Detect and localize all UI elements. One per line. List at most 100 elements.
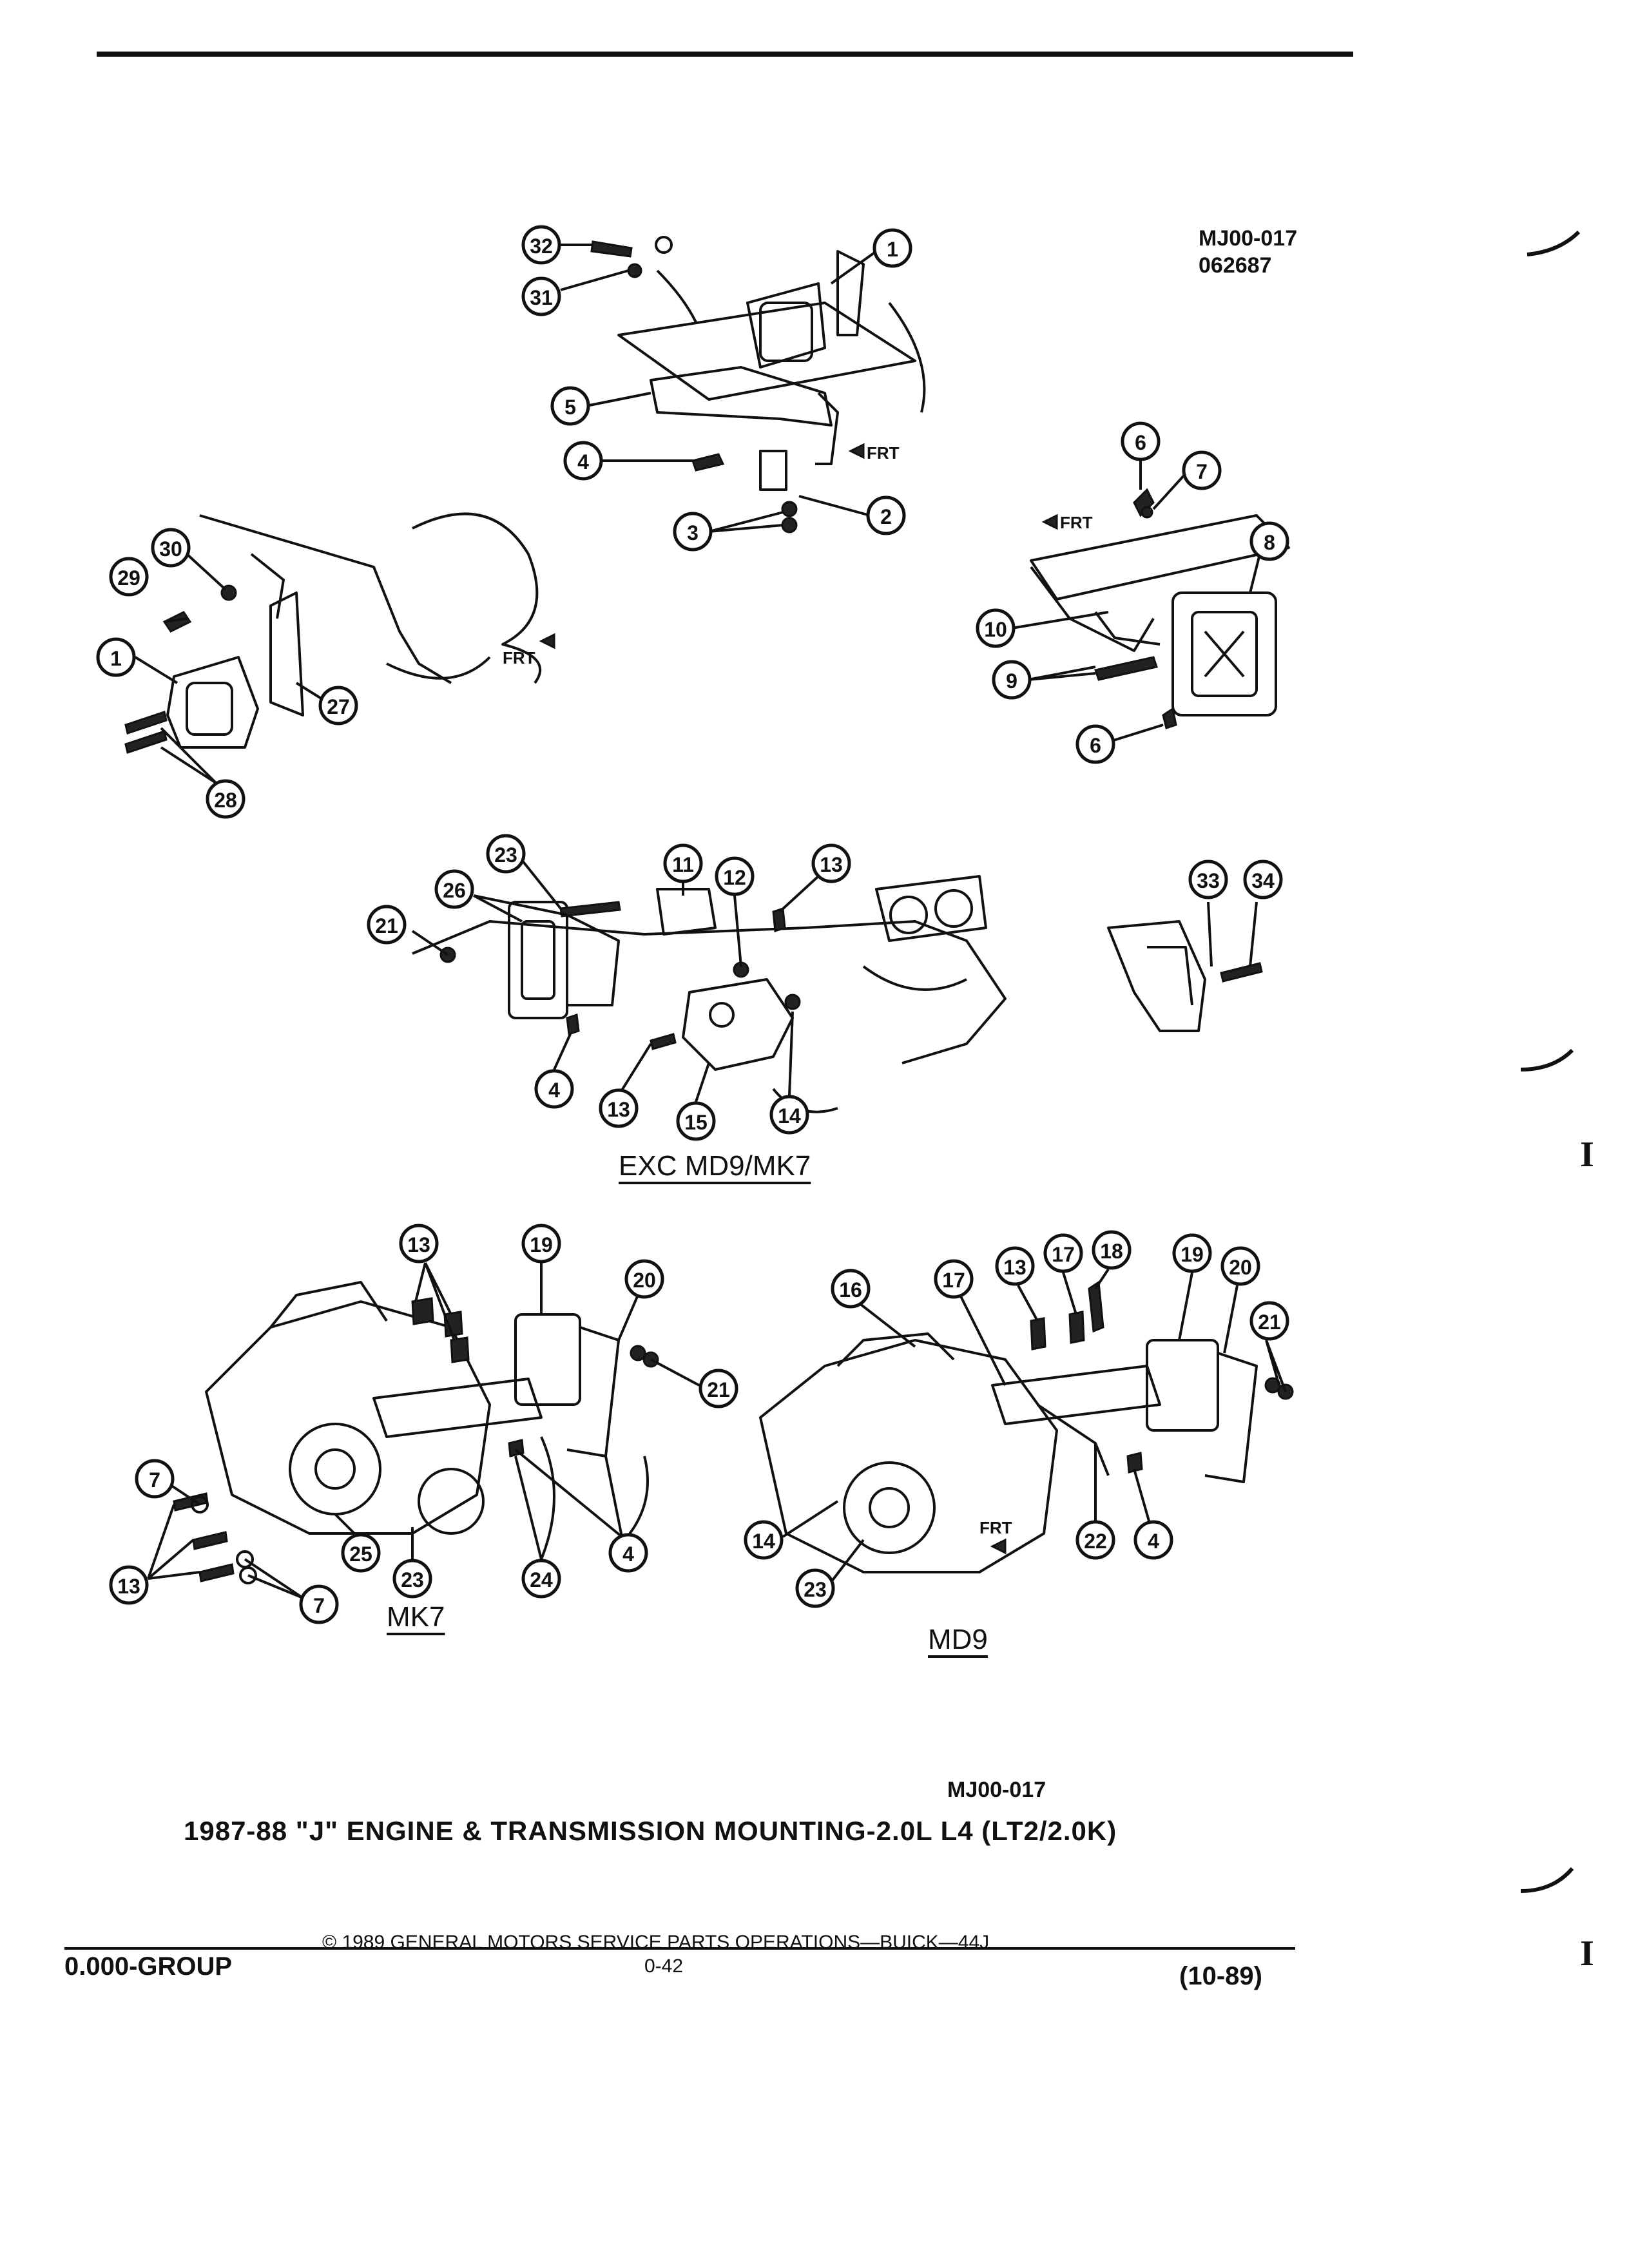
svg-text:2: 2 [880, 505, 892, 528]
callout-19b: 19 [1172, 1233, 1212, 1273]
svg-text:19: 19 [1181, 1243, 1204, 1266]
svg-text:27: 27 [327, 695, 350, 718]
callout-13b: 13 [599, 1088, 639, 1128]
frt-marker: FRT [867, 443, 900, 463]
svg-text:21: 21 [707, 1378, 730, 1401]
figure-caption: 1987-88 "J" ENGINE & TRANSMISSION MOUNTI… [184, 1816, 1117, 1846]
callout-26: 26 [434, 869, 474, 909]
callout-14b: 14 [744, 1520, 784, 1560]
callout-34: 34 [1243, 860, 1283, 899]
callout-7b: 7 [135, 1459, 175, 1499]
svg-text:25: 25 [349, 1542, 372, 1566]
svg-text:21: 21 [375, 914, 398, 937]
callout-6: 6 [1121, 421, 1161, 461]
callout-33: 33 [1188, 860, 1228, 899]
callout-23b: 23 [392, 1559, 432, 1599]
svg-text:20: 20 [1229, 1256, 1252, 1279]
svg-text:31: 31 [530, 286, 553, 309]
callout-22: 22 [1075, 1520, 1115, 1560]
svg-text:9: 9 [1006, 669, 1017, 693]
svg-text:7: 7 [149, 1468, 160, 1492]
callout-8: 8 [1249, 521, 1289, 561]
callout-19: 19 [521, 1224, 561, 1264]
svg-text:4: 4 [548, 1079, 560, 1102]
svg-text:23: 23 [494, 843, 517, 867]
footer-rule [64, 1947, 1295, 1950]
svg-text:8: 8 [1264, 531, 1275, 554]
svg-text:4: 4 [1148, 1530, 1159, 1553]
svg-text:26: 26 [443, 879, 466, 902]
callout-29: 29 [109, 557, 149, 597]
right-mount-assembly: FRT [1030, 488, 1290, 729]
callout-13e: 13 [995, 1246, 1035, 1286]
svg-text:15: 15 [684, 1111, 708, 1134]
callout-4d: 4 [1133, 1520, 1173, 1560]
svg-text:21: 21 [1258, 1311, 1281, 1334]
svg-text:14: 14 [752, 1530, 775, 1553]
caption-code: MJ00-017 [947, 1778, 1046, 1802]
upper-mount-assembly: FRT [590, 236, 926, 533]
callout-21b: 21 [699, 1369, 738, 1408]
callout-17: 17 [934, 1259, 974, 1299]
callouts: 32 31 1 5 4 3 2 6 7 8 10 9 6 30 29 1 27 … [96, 225, 1289, 1624]
callout-21: 21 [367, 905, 407, 945]
callout-20: 20 [624, 1259, 664, 1299]
svg-text:16: 16 [839, 1278, 862, 1302]
footer-group: 0.000-GROUP [64, 1952, 233, 1981]
callout-15: 15 [676, 1101, 716, 1141]
frt-marker: FRT [1060, 513, 1093, 532]
callout-27: 27 [318, 686, 358, 726]
svg-text:4: 4 [622, 1542, 634, 1566]
callout-31: 31 [521, 276, 561, 316]
callout-13: 13 [811, 843, 851, 883]
callout-4b: 4 [534, 1069, 574, 1109]
callout-13c: 13 [399, 1224, 439, 1264]
svg-text:7: 7 [313, 1594, 325, 1617]
callout-12: 12 [715, 856, 755, 896]
callout-18: 18 [1092, 1230, 1132, 1270]
figure-code: MJ00-017 [1199, 226, 1298, 251]
margin-char: I [1580, 1934, 1594, 1974]
svg-text:22: 22 [1084, 1530, 1107, 1553]
callout-21c: 21 [1249, 1301, 1289, 1341]
leader-lines [134, 244, 1287, 1599]
svg-text:6: 6 [1090, 734, 1101, 757]
frt-marker: FRT [979, 1518, 1012, 1537]
callout-14: 14 [769, 1095, 809, 1135]
callout-6b: 6 [1075, 724, 1115, 764]
callout-3: 3 [673, 512, 713, 552]
mk7-assembly [173, 1281, 659, 1584]
callout-25: 25 [341, 1533, 381, 1573]
svg-text:19: 19 [530, 1233, 553, 1256]
svg-text:5: 5 [564, 396, 576, 419]
callout-2: 2 [866, 495, 906, 535]
svg-text:17: 17 [1052, 1243, 1075, 1266]
callout-7c: 7 [299, 1584, 339, 1624]
svg-text:20: 20 [633, 1269, 656, 1292]
callout-10: 10 [976, 608, 1016, 648]
callout-17b: 17 [1043, 1233, 1083, 1273]
footer-date: (10-89) [1179, 1962, 1262, 1990]
callout-11: 11 [663, 843, 703, 883]
svg-text:33: 33 [1197, 869, 1220, 892]
figure-date: 062687 [1199, 253, 1272, 278]
callout-30: 30 [151, 528, 191, 568]
svg-text:3: 3 [687, 521, 699, 544]
svg-text:17: 17 [942, 1269, 965, 1292]
callout-28: 28 [206, 779, 246, 819]
callout-20b: 20 [1220, 1246, 1260, 1286]
callout-1: 1 [872, 228, 912, 268]
label-mk7: MK7 [387, 1601, 445, 1633]
callout-23c: 23 [795, 1568, 835, 1608]
svg-text:28: 28 [214, 789, 237, 812]
svg-text:6: 6 [1135, 431, 1146, 454]
svg-text:13: 13 [820, 853, 843, 876]
callout-16: 16 [831, 1269, 871, 1309]
svg-text:12: 12 [723, 866, 746, 889]
callout-13d: 13 [109, 1565, 149, 1605]
svg-text:1: 1 [110, 647, 122, 670]
callout-9: 9 [992, 660, 1032, 700]
frt-marker: FRT [503, 648, 535, 668]
svg-text:7: 7 [1196, 460, 1208, 483]
